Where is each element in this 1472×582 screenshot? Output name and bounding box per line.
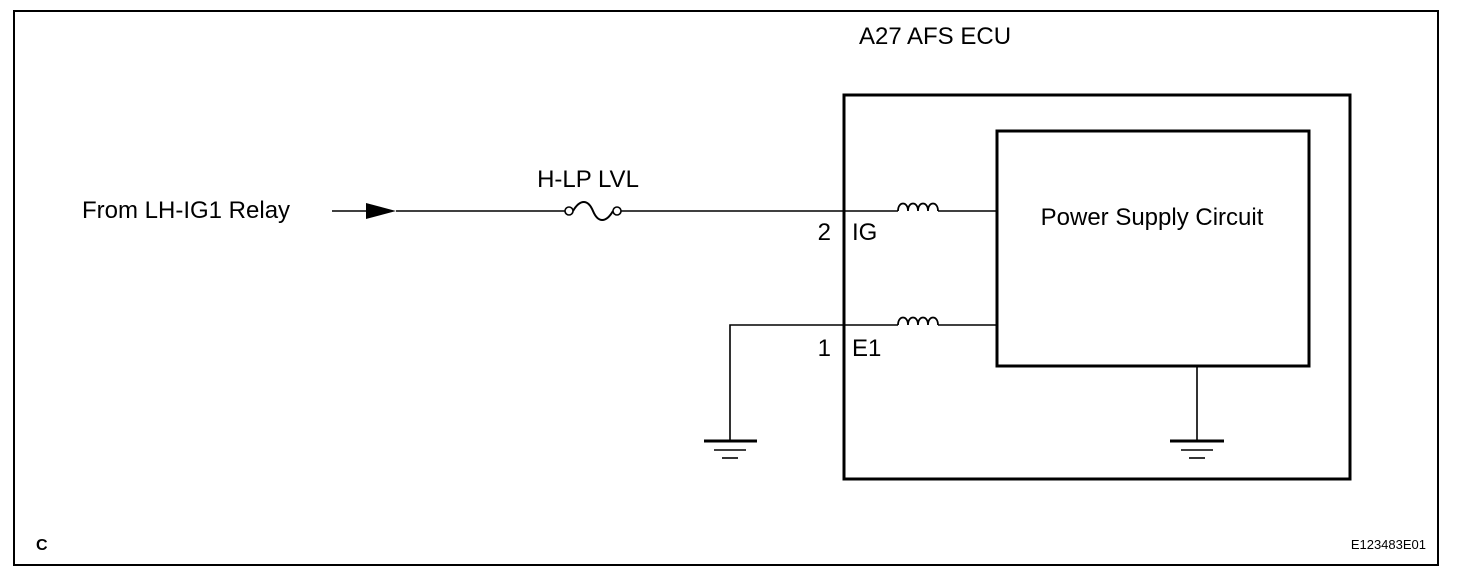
ground-icon [1170, 439, 1224, 459]
pin-ig-name: IG [852, 219, 877, 246]
power-supply-circuit-box [995, 129, 1311, 368]
ig-connector-coil-icon [897, 202, 939, 212]
diagram-frame [13, 10, 1439, 566]
ecu-title: A27 AFS ECU [859, 23, 1011, 50]
pin-ig-number: 2 [818, 219, 831, 246]
e1-connector-coil-icon [897, 316, 939, 326]
corner-code: C [36, 537, 48, 554]
figure-id: E123483E01 [1351, 537, 1426, 552]
ground-icon [704, 439, 757, 459]
pin-e1-name: E1 [852, 335, 881, 362]
pin-e1-number: 1 [818, 335, 831, 362]
e1-wire-ground-segment [729, 324, 898, 440]
source-label: From LH-IG1 Relay [82, 197, 290, 224]
fuse-label: H-LP LVL [537, 166, 639, 193]
fuse-icon [564, 201, 622, 221]
arrow-head-icon [366, 203, 396, 219]
ecu-box [842, 93, 1352, 481]
power-supply-circuit-label: Power Supply Circuit [1041, 204, 1264, 231]
